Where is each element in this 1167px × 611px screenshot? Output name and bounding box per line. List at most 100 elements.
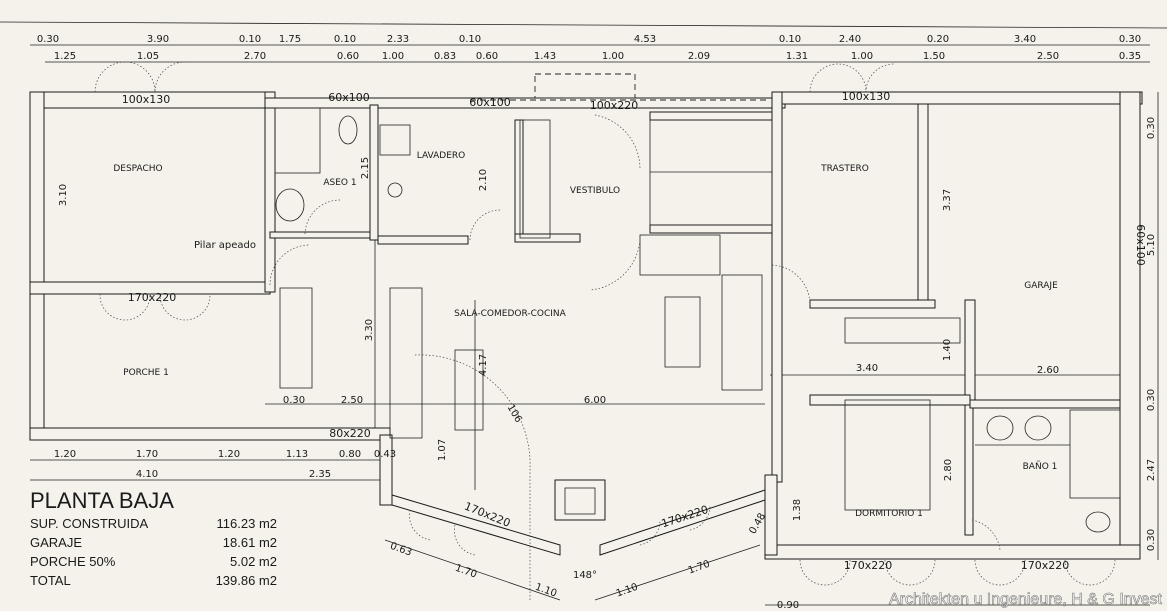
room-label: VESTIBULO bbox=[570, 186, 620, 196]
opening-size-label: 60x100 bbox=[328, 91, 370, 104]
note-label: Pilar apeado bbox=[194, 240, 256, 251]
dimension-label: 1.10 bbox=[534, 582, 559, 600]
dimension-label: 2.09 bbox=[688, 51, 710, 62]
legend-label: PORCHE 50% bbox=[30, 554, 116, 569]
dimension-label: 1.70 bbox=[687, 559, 712, 577]
room-label: DORMITORIO 1 bbox=[855, 509, 923, 519]
dimension-label: 0.43 bbox=[374, 449, 396, 460]
legend-value: 116.23 m2 bbox=[217, 516, 277, 531]
opening-size-label: 60x100 bbox=[1134, 224, 1147, 266]
dimension-label: 0.30 bbox=[37, 34, 59, 45]
opening-size-label: 170x220 bbox=[844, 559, 893, 572]
dimension-label: 0.30 bbox=[1146, 529, 1157, 551]
room-label: SALA-COMEDOR-COCINA bbox=[454, 309, 566, 319]
dimension-label: 4.17 bbox=[478, 354, 489, 376]
dimension-label: 3.40 bbox=[1014, 34, 1036, 45]
dimension-label: 1.10 bbox=[615, 582, 640, 600]
dimension-label: 0.90 bbox=[777, 600, 799, 611]
legend-label: TOTAL bbox=[30, 573, 71, 588]
dimension-label: 2.35 bbox=[309, 469, 331, 480]
dimension-label: 0.80 bbox=[339, 449, 361, 460]
dimension-label: 1.43 bbox=[534, 51, 556, 62]
dimension-label: 1.70 bbox=[454, 563, 479, 581]
dimension-label: 2.80 bbox=[943, 459, 954, 481]
dimension-label: 1.05 bbox=[137, 51, 159, 62]
legend-value: 5.02 m2 bbox=[230, 554, 277, 569]
legend-label: GARAJE bbox=[30, 535, 82, 550]
dimension-label: 0.20 bbox=[927, 34, 949, 45]
dimension-label: 2.60 bbox=[1037, 365, 1059, 376]
area-legend: PLANTA BAJA SUP. CONSTRUIDA 116.23 m2 GA… bbox=[30, 488, 277, 588]
dimension-label: 1.70 bbox=[136, 449, 158, 460]
dimension-label: 2.15 bbox=[360, 157, 371, 179]
opening-size-label: 170x220 bbox=[128, 291, 177, 304]
dimension-label: 2.70 bbox=[244, 51, 266, 62]
dimension-label: 1.00 bbox=[602, 51, 624, 62]
room-label: ASEO 1 bbox=[323, 178, 356, 188]
dimension-label: 2.47 bbox=[1146, 459, 1157, 481]
dimension-label: 0.60 bbox=[337, 51, 359, 62]
room-label: TRASTERO bbox=[820, 164, 869, 174]
opening-size-label: 100x220 bbox=[590, 99, 639, 112]
dimension-label: 3.37 bbox=[942, 189, 953, 211]
dimension-label: 1.31 bbox=[786, 51, 808, 62]
opening-size-label: 100x130 bbox=[842, 90, 891, 103]
dimension-label: 0.10 bbox=[779, 34, 801, 45]
dimension-label: 1.13 bbox=[286, 449, 308, 460]
dimension-label: 3.10 bbox=[58, 184, 69, 206]
dimension-label: 5.10 bbox=[1146, 234, 1157, 256]
dimension-label: 2.10 bbox=[478, 169, 489, 191]
legend-value: 139.86 m2 bbox=[216, 573, 277, 588]
dimension-label: 1.07 bbox=[437, 439, 448, 461]
dimension-label: 2.50 bbox=[341, 395, 363, 406]
furniture bbox=[274, 73, 1121, 533]
dimension-label: 3.90 bbox=[147, 34, 169, 45]
dimension-label: 2.40 bbox=[839, 34, 861, 45]
dimension-label: 3.40 bbox=[856, 363, 878, 374]
legend-label: SUP. CONSTRUIDA bbox=[30, 516, 149, 531]
opening-size-label: 100x130 bbox=[122, 93, 171, 106]
room-label: PORCHE 1 bbox=[123, 368, 169, 378]
watermark: Architekten u Ingenieure, H & G Invest bbox=[889, 591, 1163, 608]
room-label: BAÑO 1 bbox=[1023, 461, 1058, 472]
dimension-label: 1.00 bbox=[851, 51, 873, 62]
dimension-label: 2.33 bbox=[387, 34, 409, 45]
dimension-label: 1.75 bbox=[279, 34, 301, 45]
dimension-label: 0.83 bbox=[434, 51, 456, 62]
angle-label: 148° bbox=[573, 570, 597, 581]
legend-title: PLANTA BAJA bbox=[30, 488, 174, 513]
dimension-label: 1.50 bbox=[923, 51, 945, 62]
dimension-label: 0.30 bbox=[283, 395, 305, 406]
legend-value: 18.61 m2 bbox=[223, 535, 277, 550]
opening-size-label: 170x220 bbox=[1021, 559, 1070, 572]
room-label: LAVADERO bbox=[417, 151, 466, 161]
dimension-label: 1.38 bbox=[792, 499, 803, 521]
dimension-label: 1.40 bbox=[942, 339, 953, 361]
room-label: DESPACHO bbox=[113, 164, 162, 174]
dimension-label: 0.10 bbox=[239, 34, 261, 45]
dimension-label: 4.10 bbox=[136, 469, 158, 480]
dimension-label: 1.20 bbox=[218, 449, 240, 460]
room-label: GARAJE bbox=[1024, 281, 1058, 291]
dimension-label: 0.10 bbox=[459, 34, 481, 45]
dimension-label: 6.00 bbox=[584, 395, 606, 406]
opening-size-label: 80x220 bbox=[329, 427, 371, 440]
dimension-label: 0.10 bbox=[334, 34, 356, 45]
dimension-label: 3.30 bbox=[364, 319, 375, 341]
dimension-label: 0.60 bbox=[476, 51, 498, 62]
dimension-label: 0.35 bbox=[1119, 51, 1141, 62]
dimension-label: 1.00 bbox=[382, 51, 404, 62]
dimension-lines bbox=[0, 21, 1167, 606]
walls bbox=[29, 91, 1143, 560]
dimension-label: 2.50 bbox=[1037, 51, 1059, 62]
dimension-label: 0.30 bbox=[1146, 117, 1157, 139]
dimension-label: 1.25 bbox=[54, 51, 76, 62]
dimension-label: 0.30 bbox=[1119, 34, 1141, 45]
opening-size-label: 60x100 bbox=[469, 96, 511, 109]
dimension-label: 1.20 bbox=[54, 449, 76, 460]
dimension-label: 4.53 bbox=[634, 34, 656, 45]
dimension-label: 0.30 bbox=[1146, 389, 1157, 411]
